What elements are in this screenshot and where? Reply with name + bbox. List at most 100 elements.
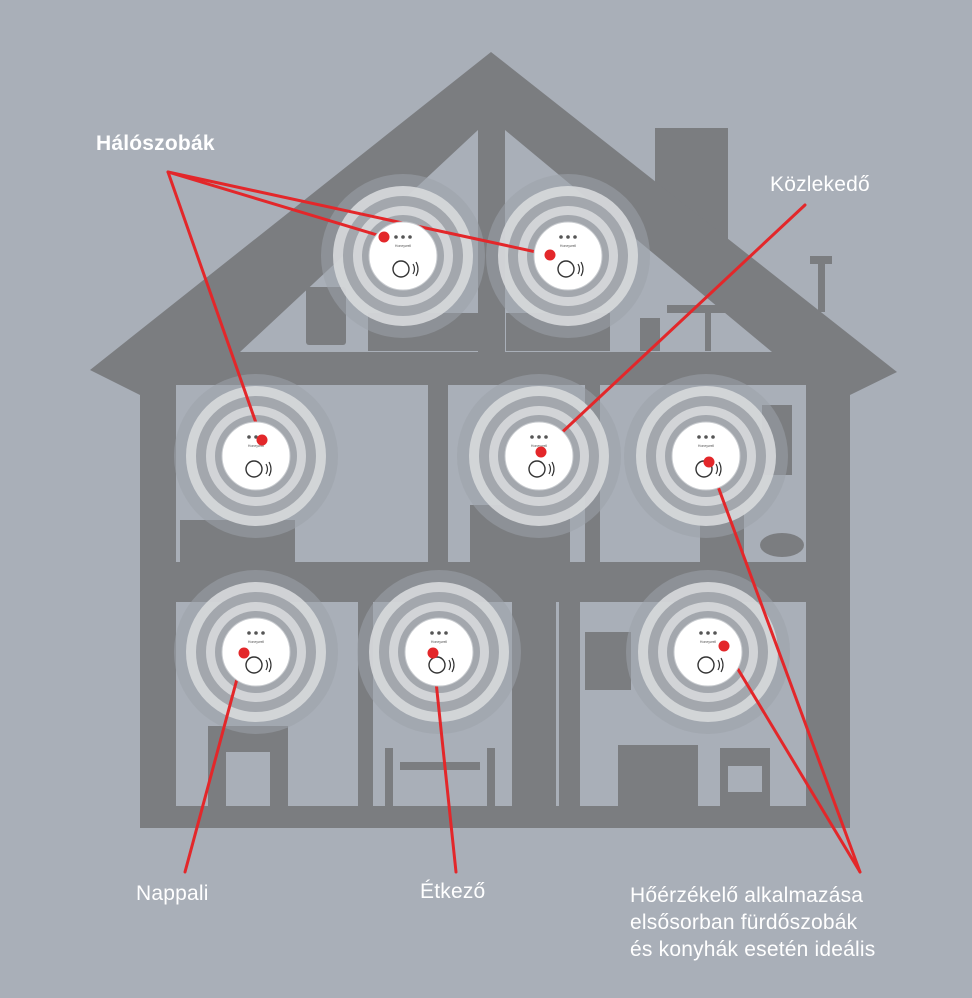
detector-room-left: Honeywell [221, 421, 291, 491]
sound-wave-icon [548, 461, 555, 477]
led-icon [544, 435, 548, 439]
sound-wave-icon [448, 657, 455, 673]
detector-brand: Honeywell [248, 444, 264, 448]
led-icon [444, 631, 448, 635]
led-icon [408, 235, 412, 239]
test-button-icon [528, 460, 546, 478]
detector-brand: Honeywell [560, 244, 576, 248]
label-living-room: Nappali [136, 882, 209, 905]
led-icon [430, 631, 434, 635]
test-button-icon [428, 656, 446, 674]
leader-dot-hallway [535, 446, 547, 458]
leader-dot-heat-b [718, 640, 730, 652]
led-icon [401, 235, 405, 239]
led-icon [706, 631, 710, 635]
detector-bedroom-left: Honeywell [368, 221, 438, 291]
heat-note-line-1: Hőérzékelő alkalmazása [630, 884, 864, 907]
led-icon [697, 435, 701, 439]
leader-dot-living [238, 647, 250, 659]
detector-brand: Honeywell [431, 640, 447, 644]
led-icon [573, 235, 577, 239]
leader-line-heat-a [707, 460, 862, 874]
dining-chair-right [487, 748, 495, 806]
leader-lines [166, 170, 862, 874]
leader-line-bedrooms-b [166, 170, 552, 257]
sound-wave-icon [412, 261, 419, 277]
furniture-details [226, 752, 762, 806]
kitchen-counter [618, 745, 698, 806]
label-heat-note: Hőérzékelő alkalmazása elsősorban fürdős… [630, 882, 876, 963]
leader-dot-bedrooms-a [378, 231, 390, 243]
detector-brand: Honeywell [248, 640, 264, 644]
attic-desk-leg [705, 313, 711, 351]
led-icon [254, 631, 258, 635]
attic-desk [667, 305, 727, 313]
label-bedrooms: Hálószobák [96, 132, 215, 155]
detector-bedroom-right-body [533, 221, 603, 291]
leader-dot-bedrooms-c [256, 434, 268, 446]
leader-line-heat-b [722, 644, 862, 874]
led-icon [394, 235, 398, 239]
detector-brand: Honeywell [698, 444, 714, 448]
led-icon [711, 435, 715, 439]
label-hallway: Közlekedő [770, 173, 870, 196]
heat-note-line-2: elsősorban fürdőszobák [630, 911, 858, 934]
sound-wave-icon [265, 461, 272, 477]
attic-chair [640, 318, 660, 351]
detector-living-room: Honeywell [221, 617, 291, 687]
vent-pipe [818, 262, 825, 312]
detector-bathroom-body [671, 421, 741, 491]
led-icon [713, 631, 717, 635]
leader-dot-bedrooms-b [544, 249, 556, 261]
detector-bathroom: Honeywell [671, 421, 741, 491]
detector-kitchen: Honeywell [673, 617, 743, 687]
kitchen-hood [585, 632, 631, 690]
leader-line-bedrooms-c [166, 170, 264, 442]
dining-chair-left [385, 748, 393, 806]
detector-dining-body [404, 617, 474, 687]
detector-brand: Honeywell [700, 640, 716, 644]
detector-dining: Honeywell [404, 617, 474, 687]
led-icon [699, 631, 703, 635]
test-button-icon [245, 460, 263, 478]
leader-line-dining [431, 651, 458, 874]
led-icon [254, 435, 258, 439]
dining-table [400, 762, 480, 770]
vent-cap [810, 256, 832, 264]
detector-living-room-body [221, 617, 291, 687]
sound-wave-icon [717, 657, 724, 673]
test-button-icon [245, 656, 263, 674]
stove-window [728, 766, 762, 792]
led-icon [559, 235, 563, 239]
led-icon [247, 631, 251, 635]
leader-line-bedrooms-a [166, 170, 386, 239]
leader-dot-dining [427, 647, 439, 659]
led-icon [437, 631, 441, 635]
leader-dot-heat-a [703, 456, 715, 468]
led-icon [537, 435, 541, 439]
detector-brand: Honeywell [531, 444, 547, 448]
detector-bedroom-right: Honeywell [533, 221, 603, 291]
detector-room-left-body [221, 421, 291, 491]
sound-wave-icon [715, 461, 722, 477]
fireplace-opening [226, 752, 270, 806]
test-button-icon [557, 260, 575, 278]
test-button-icon [697, 656, 715, 674]
sound-wave-icon [265, 657, 272, 673]
led-icon [530, 435, 534, 439]
led-icon [566, 235, 570, 239]
test-button-icon [392, 260, 410, 278]
led-icon [704, 435, 708, 439]
label-dining: Étkező [420, 880, 486, 903]
detector-bedroom-left-body [368, 221, 438, 291]
detector-kitchen-body [673, 617, 743, 687]
bathroom-toilet [760, 533, 804, 557]
detector-brand: Honeywell [395, 244, 411, 248]
sound-wave-icon [577, 261, 584, 277]
led-icon [247, 435, 251, 439]
heat-note-line-3: és konyhák esetén ideális [630, 938, 876, 961]
leader-line-hallway [539, 203, 807, 454]
leader-line-living [183, 651, 246, 874]
